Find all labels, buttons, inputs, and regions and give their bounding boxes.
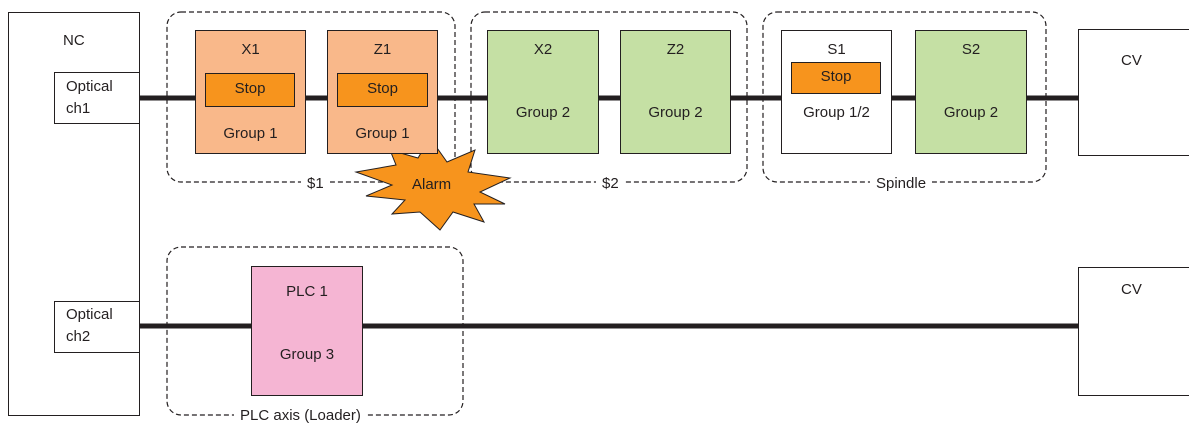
amp-x2 bbox=[487, 30, 599, 154]
group-caption-spindle: Spindle bbox=[870, 175, 933, 193]
optical-ch2-port bbox=[54, 301, 140, 353]
amp-z2-group: Group 2 bbox=[648, 104, 703, 121]
optical-ch1-label-line2: ch1 bbox=[66, 100, 91, 117]
amp-s2-group: Group 2 bbox=[943, 104, 999, 121]
optical-ch2-label-line2: ch2 bbox=[66, 328, 91, 345]
amp-z1-name: Z1 bbox=[373, 41, 392, 58]
alarm-label: Alarm bbox=[412, 176, 452, 193]
amp-s1-stop-indicator: Stop bbox=[791, 62, 881, 94]
amp-s1-group: Group 1/2 bbox=[803, 104, 870, 121]
amp-plc1-group: Group 3 bbox=[279, 346, 335, 363]
amp-z1-stop-indicator: Stop bbox=[337, 73, 428, 107]
amp-s2 bbox=[915, 30, 1027, 154]
amp-x1-group: Group 1 bbox=[223, 125, 278, 142]
optical-ch1-port bbox=[54, 72, 140, 124]
optical-ch1-label-line1: Optical bbox=[66, 78, 113, 95]
group-caption-plc: PLC axis (Loader) bbox=[234, 407, 367, 425]
amp-s1-name: S1 bbox=[827, 41, 846, 58]
cv-unit-ch1 bbox=[1078, 29, 1189, 156]
group-frame-sys1 bbox=[166, 11, 456, 183]
amp-x1-name: X1 bbox=[241, 41, 260, 58]
amp-plc1-name: PLC 1 bbox=[286, 283, 328, 300]
amp-z2-name: Z2 bbox=[666, 41, 685, 58]
amp-x1-stop-indicator: Stop bbox=[205, 73, 295, 107]
group-caption-sys1: $1 bbox=[301, 175, 330, 193]
cv-label-ch2: CV bbox=[1121, 281, 1142, 298]
nc-label: NC bbox=[63, 32, 85, 49]
alarm-burst-icon bbox=[354, 137, 512, 231]
amp-plc1 bbox=[251, 266, 363, 396]
cv-unit-ch2 bbox=[1078, 267, 1189, 396]
amp-z2 bbox=[620, 30, 731, 154]
group-caption-sys2: $2 bbox=[596, 175, 625, 193]
group-frame-sys2 bbox=[470, 11, 748, 183]
optical-ch2-label-line1: Optical bbox=[66, 306, 113, 323]
amp-x2-group: Group 2 bbox=[515, 104, 571, 121]
cv-label-ch1: CV bbox=[1121, 52, 1142, 69]
amp-s2-name: S2 bbox=[961, 41, 981, 58]
amp-z1-group: Group 1 bbox=[355, 125, 410, 142]
amp-x2-name: X2 bbox=[533, 41, 553, 58]
